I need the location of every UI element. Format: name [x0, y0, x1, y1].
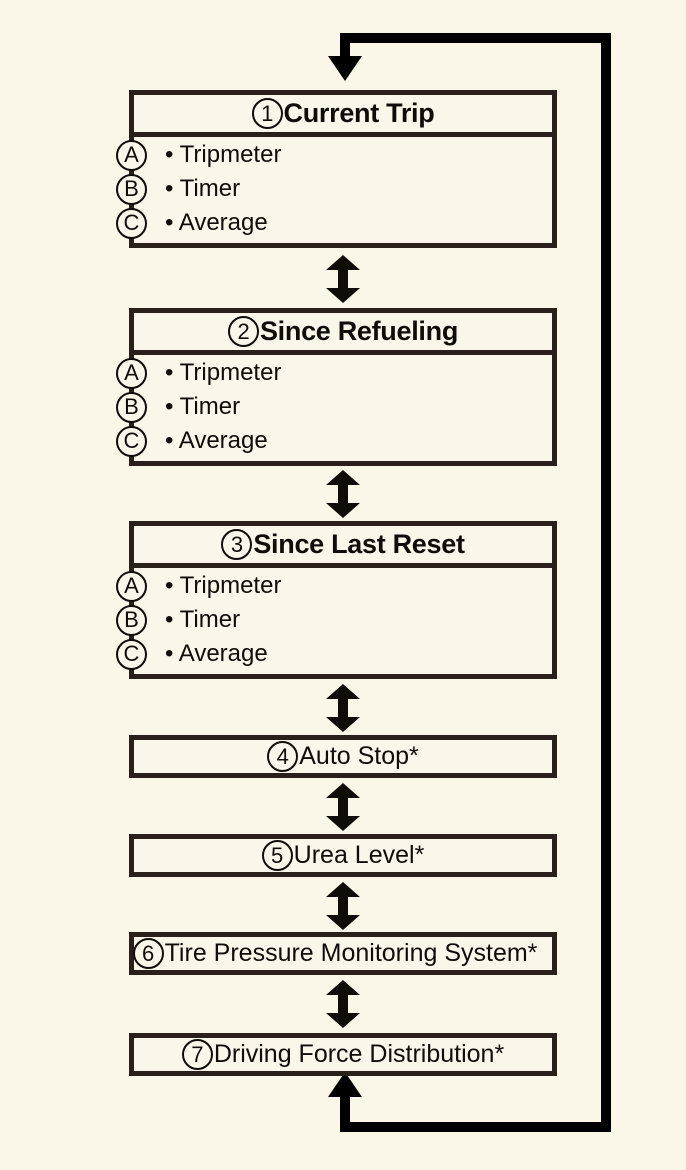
loop-segment-top-drop — [340, 33, 350, 59]
list-item[interactable]: A • Tripmeter — [116, 569, 552, 603]
list-item-label: • Average — [165, 209, 268, 236]
circled-letter-a: A — [116, 357, 147, 389]
connector-arrow-4-5 — [326, 783, 360, 831]
block-driving-force-distribution-title: Driving Force Distribution* — [213, 1040, 505, 1068]
list-item[interactable]: C • Average — [116, 637, 552, 671]
circled-number-3: 3 — [221, 529, 253, 560]
connector-arrow-3-4 — [326, 684, 360, 732]
block-auto-stop[interactable]: 4 Auto Stop* — [129, 735, 557, 778]
arrow-shaft — [338, 697, 348, 719]
connector-arrow-6-7 — [326, 980, 360, 1028]
arrowhead-up-icon — [326, 882, 360, 897]
list-item-label: • Average — [165, 640, 268, 667]
block-current-trip-items: A • Tripmeter B • Timer C • Average — [116, 137, 552, 240]
block-since-last-reset[interactable]: 3 Since Last Reset A • Tripmeter B • Tim… — [116, 521, 557, 679]
block-current-trip-header: 1 Current Trip — [134, 95, 552, 137]
loop-segment-right — [601, 33, 611, 1126]
arrowhead-up-icon — [326, 980, 360, 995]
arrowhead-down-icon — [326, 717, 360, 732]
list-item-label: • Timer — [165, 175, 241, 202]
circled-letter-a: A — [116, 570, 147, 602]
circled-letter-c: C — [116, 638, 147, 670]
arrowhead-down-icon — [326, 816, 360, 831]
arrow-shaft — [338, 483, 348, 505]
circled-number-2: 2 — [227, 316, 259, 347]
circled-letter-c: C — [116, 207, 147, 239]
list-item[interactable]: C • Average — [116, 206, 552, 240]
block-current-trip[interactable]: 1 Current Trip A • Tripmeter B • Timer C… — [116, 90, 557, 248]
loop-segment-bottom-rise — [340, 1096, 350, 1126]
list-item-label: • Tripmeter — [165, 141, 282, 168]
list-item[interactable]: B • Timer — [116, 603, 552, 637]
block-urea-level[interactable]: 5 Urea Level* — [129, 834, 557, 877]
circled-letter-c: C — [116, 425, 147, 457]
list-item[interactable]: A • Tripmeter — [116, 138, 552, 172]
arrow-shaft — [338, 268, 348, 290]
block-since-refueling-items: A • Tripmeter B • Timer C • Average — [116, 355, 552, 458]
circled-number-4: 4 — [267, 741, 299, 772]
block-since-refueling-title: Since Refueling — [259, 316, 459, 346]
block-since-last-reset-items: A • Tripmeter B • Timer C • Average — [116, 568, 552, 671]
block-since-refueling-header: 2 Since Refueling — [134, 313, 552, 355]
block-auto-stop-title: Auto Stop* — [299, 742, 419, 770]
list-item-label: • Tripmeter — [165, 359, 282, 386]
circled-number-7: 7 — [181, 1039, 213, 1070]
list-item-label: • Timer — [165, 393, 241, 420]
block-tire-pressure-monitoring-system[interactable]: 6 Tire Pressure Monitoring System* — [129, 932, 557, 975]
loop-segment-bottom — [340, 1122, 611, 1132]
list-item-label: • Average — [165, 427, 268, 454]
block-current-trip-title: Current Trip — [283, 98, 435, 128]
arrowhead-down-icon — [326, 915, 360, 930]
list-item[interactable]: B • Timer — [116, 172, 552, 206]
list-item[interactable]: A • Tripmeter — [116, 356, 552, 390]
arrowhead-down-icon — [326, 1013, 360, 1028]
arrow-shaft — [338, 895, 348, 917]
circled-letter-b: B — [116, 173, 147, 205]
block-tire-pressure-monitoring-system-title: Tire Pressure Monitoring System* — [164, 939, 538, 967]
circled-number-6: 6 — [132, 938, 164, 969]
loop-segment-top — [340, 33, 611, 43]
block-driving-force-distribution[interactable]: 7 Driving Force Distribution* — [129, 1033, 557, 1076]
connector-arrow-2-3 — [326, 470, 360, 518]
circled-letter-b: B — [116, 604, 147, 636]
connector-arrow-1-2 — [326, 255, 360, 303]
loop-arrowhead-up-icon — [328, 1072, 362, 1097]
connector-arrow-5-6 — [326, 882, 360, 930]
circled-letter-a: A — [116, 139, 147, 171]
arrowhead-up-icon — [326, 255, 360, 270]
circled-number-5: 5 — [261, 840, 293, 871]
arrowhead-up-icon — [326, 470, 360, 485]
arrowhead-down-icon — [326, 503, 360, 518]
circled-number-1: 1 — [251, 98, 283, 129]
block-urea-level-title: Urea Level* — [293, 841, 425, 869]
circled-letter-b: B — [116, 391, 147, 423]
list-item[interactable]: B • Timer — [116, 390, 552, 424]
arrow-shaft — [338, 993, 348, 1015]
list-item[interactable]: C • Average — [116, 424, 552, 458]
arrowhead-up-icon — [326, 684, 360, 699]
block-since-last-reset-header: 3 Since Last Reset — [134, 526, 552, 568]
block-since-refueling[interactable]: 2 Since Refueling A • Tripmeter B • Time… — [116, 308, 557, 466]
list-item-label: • Tripmeter — [165, 572, 282, 599]
arrow-shaft — [338, 796, 348, 818]
list-item-label: • Timer — [165, 606, 241, 633]
loop-arrowhead-down-icon — [328, 56, 362, 81]
arrowhead-down-icon — [326, 288, 360, 303]
block-since-last-reset-title: Since Last Reset — [253, 529, 465, 559]
arrowhead-up-icon — [326, 783, 360, 798]
